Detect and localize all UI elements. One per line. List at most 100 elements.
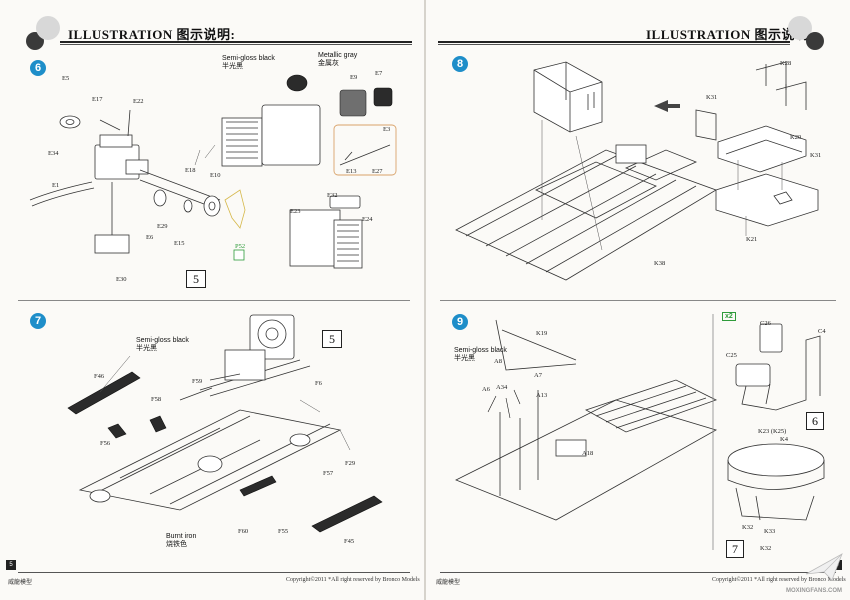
step-8-floor-drawing — [455, 61, 819, 281]
step-9-seat-drawing — [455, 314, 825, 550]
part-k32-lower: K32 — [760, 545, 772, 552]
step-9-reference-box-6: 6 — [806, 412, 824, 430]
part-e30: E30 — [116, 276, 127, 283]
header-rule — [438, 41, 790, 43]
header-title-en: ILLUSTRATION — [646, 27, 751, 42]
multiplier-badge: x2 — [722, 312, 736, 321]
paint-label-en: Burnt iron — [166, 533, 197, 540]
paint-label-cn: 半光黑 — [222, 63, 243, 70]
header-rule — [60, 41, 412, 43]
part-e17: E17 — [92, 96, 103, 103]
part-f29: F29 — [345, 460, 356, 467]
left-page: ILLUSTRATION 图示说明: 6 Semi-gloss black 半光… — [0, 0, 424, 600]
step-divider — [440, 300, 836, 301]
part-e3: E3 — [383, 126, 391, 133]
part-e22: E22 — [133, 98, 144, 105]
step-7-paint-semi-gloss-black: Semi-gloss black 半光黑 — [136, 337, 189, 353]
part-e23: E23 — [290, 208, 301, 215]
watermark: MOXINGFANS.COM — [786, 588, 843, 594]
part-a18: A18 — [582, 450, 594, 457]
step-9-reference-box-7: 7 — [726, 540, 744, 558]
part-k4: K4 — [780, 436, 788, 443]
part-c4: C4 — [818, 328, 826, 335]
header-decoration-light-circle — [36, 16, 60, 40]
footer-copyright: Copyright©2011 *All right reserved by Br… — [712, 577, 846, 583]
part-e5: E5 — [62, 75, 70, 82]
paint-label-cn: 烧铁色 — [166, 541, 187, 548]
part-e34: E34 — [48, 150, 59, 157]
part-a34: A34 — [496, 384, 508, 391]
step-6-engine-drawing — [29, 74, 397, 269]
step-7-paint-burnt-iron: Burnt iron 烧铁色 — [166, 533, 196, 549]
header-decoration-dark-circle — [806, 32, 824, 50]
part-f58: F58 — [151, 396, 162, 403]
footer-brand: 威龍模型 — [8, 580, 33, 586]
part-e32: E32 — [327, 192, 338, 199]
page-spine — [424, 0, 426, 600]
step-9-paint-semi-gloss-black: Semi-gloss black 半光黑 — [454, 347, 507, 363]
part-f56: F56 — [100, 440, 111, 447]
part-e15: E15 — [174, 240, 185, 247]
part-k21: K21 — [746, 236, 758, 243]
part-a13: A13 — [536, 392, 548, 399]
part-a8: A8 — [494, 358, 502, 365]
step-divider — [18, 300, 410, 301]
part-a7: A7 — [534, 372, 542, 379]
part-e27: E27 — [372, 168, 383, 175]
part-e1: E1 — [52, 182, 60, 189]
step-8-badge: 8 — [452, 56, 468, 72]
paper-plane-icon — [805, 553, 843, 581]
step-9-badge: 9 — [452, 314, 468, 330]
part-e10: E10 — [210, 172, 221, 179]
footer-rule — [440, 572, 836, 573]
part-f45: F45 — [344, 538, 355, 545]
paint-label-cn: 金属灰 — [318, 60, 339, 67]
header-title-cn: 图示说明: — [176, 27, 236, 42]
step-7-reference-box: 5 — [322, 330, 342, 348]
page-number-left: 5 — [6, 560, 16, 570]
part-c26: C26 — [760, 320, 771, 327]
paint-label-cn: 半光黑 — [136, 345, 157, 352]
part-e24: E24 — [362, 216, 373, 223]
part-k23-k25: K23 (K25) — [758, 428, 787, 435]
header-title-en: ILLUSTRATION — [68, 27, 173, 42]
step-6-reference-box: 5 — [186, 270, 206, 288]
paint-label-en: Metallic gray — [318, 52, 358, 59]
header-title: ILLUSTRATION 图示说明: — [68, 24, 235, 43]
paint-label-en: Semi-gloss black — [222, 55, 275, 62]
paint-label-cn: 半光黑 — [454, 355, 475, 362]
part-k31-lower: K31 — [810, 152, 822, 159]
part-k19: K19 — [536, 330, 548, 337]
part-c25: C25 — [726, 352, 737, 359]
header-rule-thin — [438, 44, 790, 45]
part-f6: F6 — [315, 380, 322, 387]
footer-rule — [18, 572, 410, 573]
part-k38: K38 — [654, 260, 666, 267]
part-e7: E7 — [375, 70, 383, 77]
step-6-paint-semi-gloss-black: Semi-gloss black 半光黑 — [222, 55, 275, 71]
part-k28: K28 — [780, 60, 792, 67]
right-page: ILLUSTRATION 图示说明: 8 K28 K31 K20 K31 K21… — [426, 0, 850, 600]
part-k31-upper: K31 — [706, 94, 718, 101]
paint-label-en: Semi-gloss black — [454, 347, 507, 354]
footer-brand: 威龍模型 — [436, 580, 461, 586]
part-f60: F60 — [238, 528, 249, 535]
part-k20: K20 — [790, 134, 802, 141]
step-6-badge: 6 — [30, 60, 46, 76]
part-f55: F55 — [278, 528, 289, 535]
part-p52: P52 — [235, 243, 246, 250]
header-rule-thin — [60, 44, 412, 45]
part-f59: F59 — [192, 378, 203, 385]
part-k33: K33 — [764, 528, 776, 535]
part-f46: F46 — [94, 373, 105, 380]
part-e18: E18 — [185, 167, 196, 174]
part-f57: F57 — [323, 470, 334, 477]
step-7-chassis-drawing — [67, 314, 383, 533]
step-7-badge: 7 — [30, 313, 46, 329]
part-k32-upper: K32 — [742, 524, 754, 531]
part-e6: E6 — [146, 234, 154, 241]
part-e9: E9 — [350, 74, 358, 81]
part-e13: E13 — [346, 168, 357, 175]
footer-copyright: Copyright©2011 *All right reserved by Br… — [286, 577, 420, 583]
part-e29: E29 — [157, 223, 168, 230]
